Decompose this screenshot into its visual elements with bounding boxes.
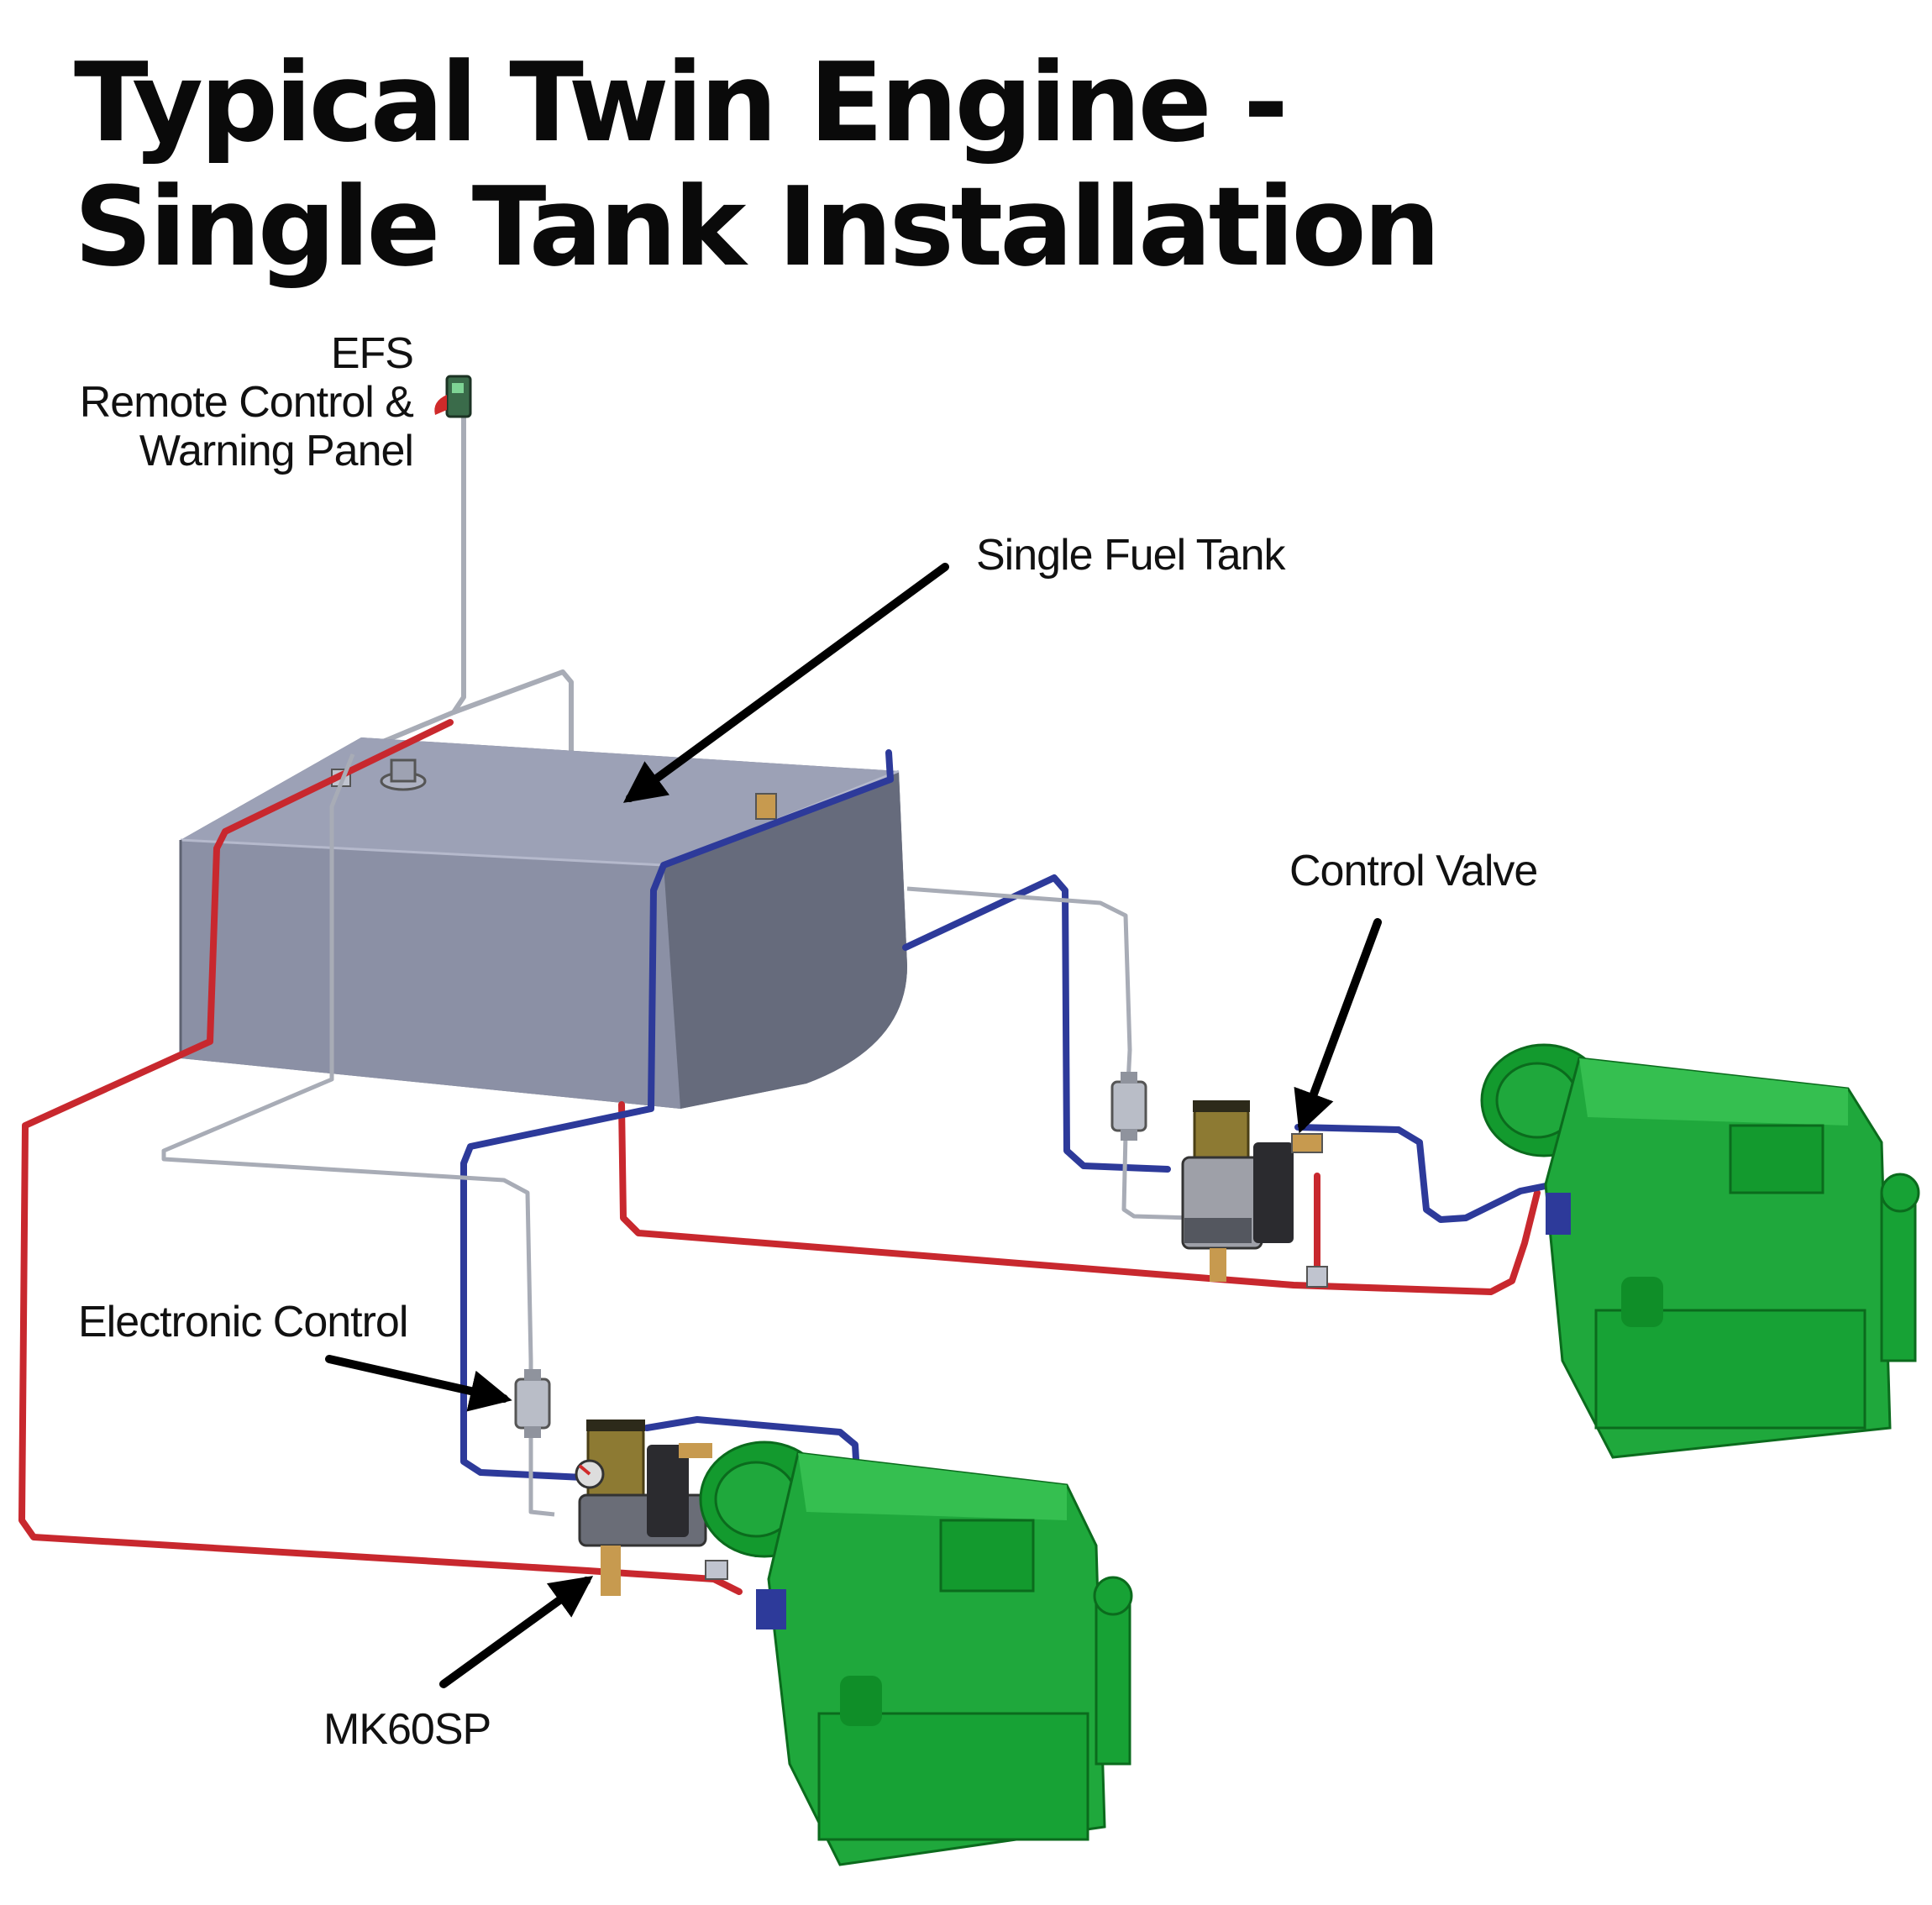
tank-valve-fitting — [755, 793, 777, 820]
arrow-fuel-tank — [622, 563, 949, 803]
engine-rear — [1480, 1043, 1920, 1459]
efs-panel-label: EFS Remote Control & Warning Panel — [67, 329, 414, 475]
fuel-tank — [179, 737, 907, 1109]
electronic-control-unit-2 — [1110, 1072, 1147, 1141]
control-valve — [1291, 1133, 1323, 1153]
title-line-2: Single Tank Installation — [74, 163, 1441, 291]
pointer-arrows — [325, 563, 1382, 1688]
efs-label-line-1: EFS — [330, 329, 414, 378]
fuel-tank-label: Single Fuel Tank — [976, 531, 1285, 580]
arrow-mk60sp — [439, 1576, 594, 1688]
arrow-control-valve — [1294, 918, 1382, 1134]
mk60sp-filter-unit-rear — [1181, 1100, 1328, 1288]
efs-remote-panel — [434, 375, 472, 418]
efs-label-line-3: Warning Panel — [139, 427, 414, 475]
engine-front — [699, 1441, 1133, 1866]
arrow-electronic-control — [325, 1355, 512, 1412]
mk60sp-tee-fitting — [705, 1560, 728, 1580]
diagram-title: Typical Twin Engine - Single Tank Instal… — [74, 39, 1441, 291]
electronic-control-unit-1 — [514, 1369, 551, 1438]
electronic-control-label: Electronic Control — [78, 1298, 408, 1346]
mk60sp-label: MK60SP — [323, 1705, 491, 1754]
efs-label-line-2: Remote Control & — [79, 378, 414, 427]
mk60sp-filter-unit-front — [575, 1420, 728, 1596]
panel-cable — [351, 395, 574, 757]
title-line-1: Typical Twin Engine - — [74, 39, 1289, 166]
control-valve-label: Control Valve — [1289, 847, 1538, 895]
